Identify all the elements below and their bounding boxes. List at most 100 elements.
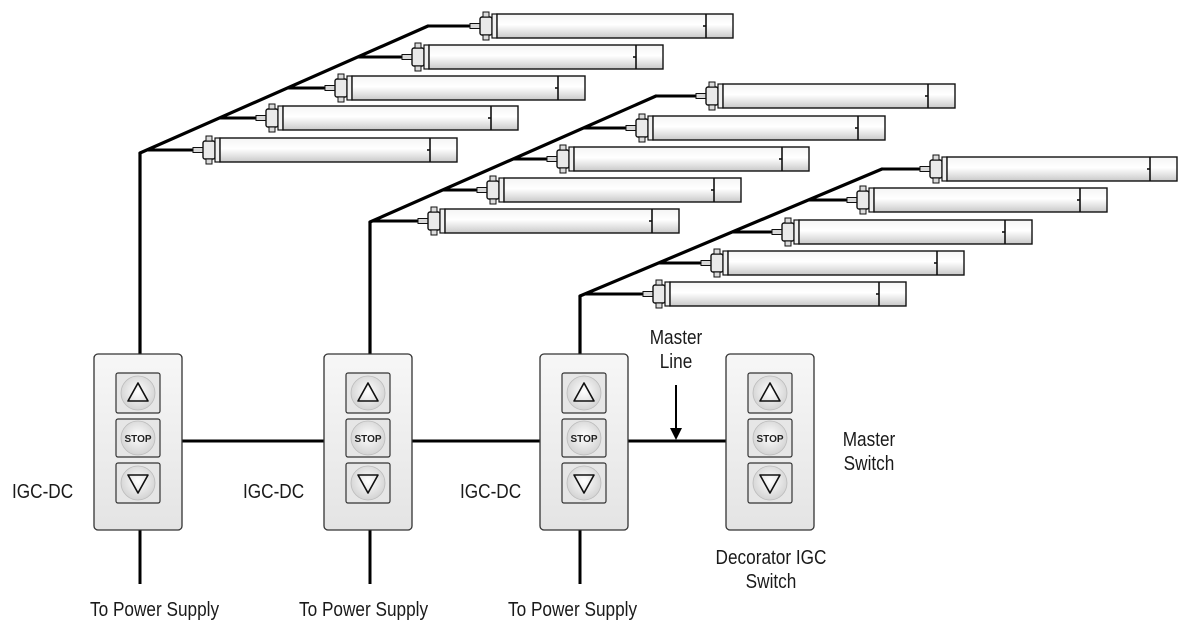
stop-button-face: [566, 420, 602, 456]
motor-connector: [846, 197, 858, 203]
group-bus-diagonal: [138, 24, 430, 155]
power-supply-label-3: To Power Supply: [508, 599, 638, 621]
up-button-face: [120, 375, 156, 411]
motor-head-cap: [337, 73, 345, 80]
power-supply-label-1: To Power Supply: [90, 599, 220, 621]
master-switch-label-1: Master: [842, 429, 896, 451]
motor-flange: [277, 105, 284, 131]
motor-connector: [476, 187, 488, 193]
motor-tube-body: [496, 13, 734, 39]
motor-flange: [664, 281, 671, 307]
motor-flange: [722, 250, 729, 276]
motor-flange: [793, 219, 800, 245]
motor-head-cap: [268, 126, 276, 133]
motor-flange: [423, 44, 430, 70]
controller-label-1: IGC-DC: [12, 481, 74, 503]
motor-tube: [401, 42, 664, 72]
motor-tube-body: [727, 250, 965, 276]
decorator-igc-switch: STOP: [725, 353, 815, 531]
motor-flange: [498, 177, 505, 203]
motor-tube-body: [444, 208, 680, 234]
stop-button-face: [120, 420, 156, 456]
motor-tube: [695, 81, 956, 111]
motor-tube-body: [219, 137, 458, 163]
stop-button-label: STOP: [756, 434, 783, 445]
stop-button-label: STOP: [570, 434, 597, 445]
motor-head: [705, 86, 719, 106]
motor-flange: [568, 146, 575, 172]
motor-connector: [642, 291, 654, 297]
up-arrow-icon: [759, 382, 781, 402]
motor-head-cap: [784, 240, 792, 247]
up-arrow-icon: [573, 382, 595, 402]
motor-tube: [771, 217, 1033, 247]
motor-head: [929, 159, 943, 179]
controller-label-2: IGC-DC: [243, 481, 305, 503]
up-button-face: [350, 375, 386, 411]
motor-tube-body: [722, 83, 956, 109]
motor-head-cap: [205, 158, 213, 165]
motor-connector: [919, 166, 931, 172]
stop-button-face: [752, 420, 788, 456]
motor-head: [202, 140, 216, 160]
wires: [138, 24, 920, 584]
motor-head-cap: [205, 135, 213, 142]
motor-head: [856, 190, 870, 210]
motor-flange: [491, 13, 498, 39]
group-bus-diagonal: [578, 167, 884, 298]
motor-tube-body: [503, 177, 742, 203]
power-supply-label-2: To Power Supply: [299, 599, 429, 621]
motor-head-cap: [482, 34, 490, 41]
motor-head: [427, 211, 441, 231]
motor-flange: [647, 115, 654, 141]
stop-button-label: STOP: [354, 434, 381, 445]
decorator-switch-label-1: Decorator IGC: [715, 547, 827, 569]
motor-head: [710, 253, 724, 273]
motor-connector: [546, 156, 558, 162]
motor-connector: [469, 23, 481, 29]
motor-head-cap: [268, 103, 276, 110]
igc-dc-switch-3: STOP: [539, 353, 629, 531]
motor-head-cap: [559, 144, 567, 151]
motor-tube-body: [873, 187, 1108, 213]
down-button-face: [566, 465, 602, 501]
master-line-label-2: Line: [659, 351, 693, 373]
motor-connector: [625, 125, 637, 131]
motor-head: [652, 284, 666, 304]
motor-head-cap: [337, 96, 345, 103]
down-arrow-icon: [759, 474, 781, 494]
motor-tube-body: [351, 75, 586, 101]
motor-head-cap: [932, 154, 940, 161]
motor-tube-body: [946, 156, 1178, 182]
motor-head: [265, 108, 279, 128]
master-line-arrow-head: [670, 428, 682, 440]
switch-plates: STOP STOP STOP STOP: [93, 353, 815, 531]
motor-head: [781, 222, 795, 242]
decorator-switch-label-2: Switch: [745, 571, 797, 593]
up-button-face: [752, 375, 788, 411]
motor-head-cap: [713, 271, 721, 278]
motor-head-cap: [638, 113, 646, 120]
motor-connector: [192, 147, 204, 153]
up-button-face: [566, 375, 602, 411]
motor-tube: [625, 113, 886, 143]
motor-tube: [919, 154, 1178, 184]
motor-head-cap: [859, 185, 867, 192]
motor-head-cap: [655, 279, 663, 286]
master-switch-label: Master Switch: [830, 428, 907, 476]
down-button-face: [752, 465, 788, 501]
motor-connector: [417, 218, 429, 224]
down-button-face: [350, 465, 386, 501]
controller-label-3: IGC-DC: [460, 481, 522, 503]
motor-head-cap: [430, 206, 438, 213]
motor-flange: [717, 83, 724, 109]
motor-head-cap: [559, 167, 567, 174]
motor-head-cap: [859, 208, 867, 215]
motor-head-cap: [638, 136, 646, 143]
master-switch-label-2: Switch: [843, 453, 895, 475]
igc-dc-switch-1: STOP: [93, 353, 183, 531]
master-line-label-1: Master: [649, 327, 703, 349]
motor-tube-body: [282, 105, 519, 131]
motor-head: [334, 78, 348, 98]
